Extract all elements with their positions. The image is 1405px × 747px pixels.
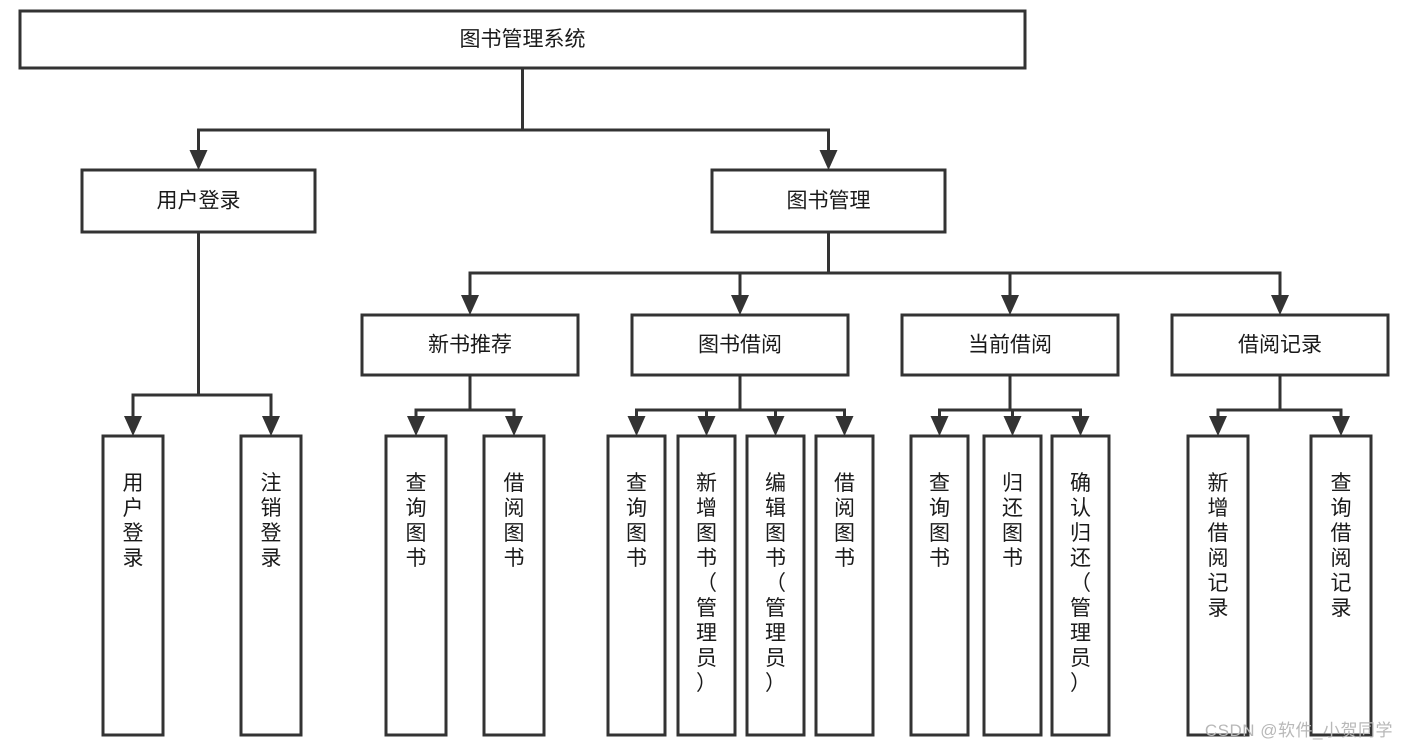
node-box: [1050, 434, 1111, 737]
node-box: [384, 434, 448, 737]
arrow-head: [1332, 416, 1350, 436]
arrow-head: [697, 416, 716, 436]
node-label: 用户登录: [157, 190, 241, 213]
node-box: [606, 434, 667, 737]
arrow-head: [461, 295, 479, 315]
node-leaf-edit-book[interactable]: 编辑图书（管理员）: [745, 434, 806, 737]
node-label: 新书推荐: [428, 334, 512, 357]
node-new-book-rec[interactable]: 新书推荐: [360, 313, 580, 377]
node-box: [239, 434, 303, 737]
node-box: [630, 313, 850, 377]
node-label: 用户登录: [123, 472, 144, 570]
node-layer: 图书管理系统用户登录图书管理新书推荐图书借阅当前借阅借阅记录用户登录注销登录查询…: [18, 9, 1390, 737]
node-label: 借阅图书: [504, 472, 525, 570]
node-label: 借阅图书: [834, 472, 855, 570]
arrow-head: [731, 295, 749, 315]
node-box: [900, 313, 1120, 377]
node-box: [482, 434, 546, 737]
arrow-head: [407, 416, 425, 436]
node-label: 新增借阅记录: [1208, 472, 1229, 620]
arrow-head: [835, 416, 854, 436]
node-box: [814, 434, 875, 737]
arrow-head: [766, 416, 785, 436]
arrow-head: [505, 416, 523, 436]
node-box: [710, 168, 947, 234]
node-box: [1170, 313, 1390, 377]
node-label: 图书管理系统: [460, 28, 586, 51]
node-label: 编辑图书（管理员）: [765, 472, 786, 695]
node-leaf-return-book[interactable]: 归还图书: [982, 434, 1043, 737]
node-leaf-add-book[interactable]: 新增图书（管理员）: [676, 434, 737, 737]
node-label: 注销登录: [261, 472, 282, 570]
node-current-borrow[interactable]: 当前借阅: [900, 313, 1120, 377]
node-box: [101, 434, 165, 737]
node-box: [1309, 434, 1373, 737]
node-label: 当前借阅: [968, 334, 1052, 357]
node-book-manage[interactable]: 图书管理: [710, 168, 947, 234]
node-label: 图书借阅: [698, 334, 782, 357]
node-box: [80, 168, 317, 234]
node-label: 确认归还（管理员）: [1070, 472, 1091, 695]
arrow-head: [1209, 416, 1227, 436]
arrow-head: [124, 416, 142, 436]
node-label: 查询图书: [626, 472, 647, 570]
node-leaf-logout[interactable]: 注销登录: [239, 434, 303, 737]
node-leaf-user-login[interactable]: 用户登录: [101, 434, 165, 737]
node-label: 查询借阅记录: [1331, 472, 1352, 620]
node-box: [676, 434, 737, 737]
arrow-head: [1003, 416, 1022, 436]
arrow-head: [1271, 295, 1289, 315]
edge-layer: [124, 66, 1350, 436]
node-box: [982, 434, 1043, 737]
node-box: [1186, 434, 1250, 737]
arrow-head: [189, 150, 208, 170]
arrow-head: [262, 416, 280, 436]
node-leaf-query-book-2[interactable]: 查询图书: [606, 434, 667, 737]
node-box: [909, 434, 970, 737]
node-box: [360, 313, 580, 377]
node-label: 借阅记录: [1238, 334, 1322, 357]
node-label: 查询图书: [929, 472, 950, 570]
node-leaf-borrow-book-1[interactable]: 借阅图书: [482, 434, 546, 737]
node-box: [745, 434, 806, 737]
arrow-head: [819, 150, 838, 170]
node-book-borrow[interactable]: 图书借阅: [630, 313, 850, 377]
node-leaf-query-book-3[interactable]: 查询图书: [909, 434, 970, 737]
node-leaf-confirm-return[interactable]: 确认归还（管理员）: [1050, 434, 1111, 737]
node-leaf-add-record[interactable]: 新增借阅记录: [1186, 434, 1250, 737]
arrow-head: [1001, 295, 1019, 315]
node-label: 图书管理: [787, 190, 871, 213]
node-box: [18, 9, 1027, 70]
arrow-head: [627, 416, 646, 436]
node-user-login[interactable]: 用户登录: [80, 168, 317, 234]
node-label: 查询图书: [406, 472, 427, 570]
node-borrow-record[interactable]: 借阅记录: [1170, 313, 1390, 377]
node-leaf-query-record[interactable]: 查询借阅记录: [1309, 434, 1373, 737]
node-leaf-query-book-1[interactable]: 查询图书: [384, 434, 448, 737]
node-label: 归还图书: [1002, 472, 1023, 570]
node-leaf-borrow-book-2[interactable]: 借阅图书: [814, 434, 875, 737]
node-label: 新增图书（管理员）: [696, 472, 717, 695]
arrow-head: [1071, 416, 1090, 436]
node-root[interactable]: 图书管理系统: [18, 9, 1027, 70]
arrow-head: [930, 416, 949, 436]
